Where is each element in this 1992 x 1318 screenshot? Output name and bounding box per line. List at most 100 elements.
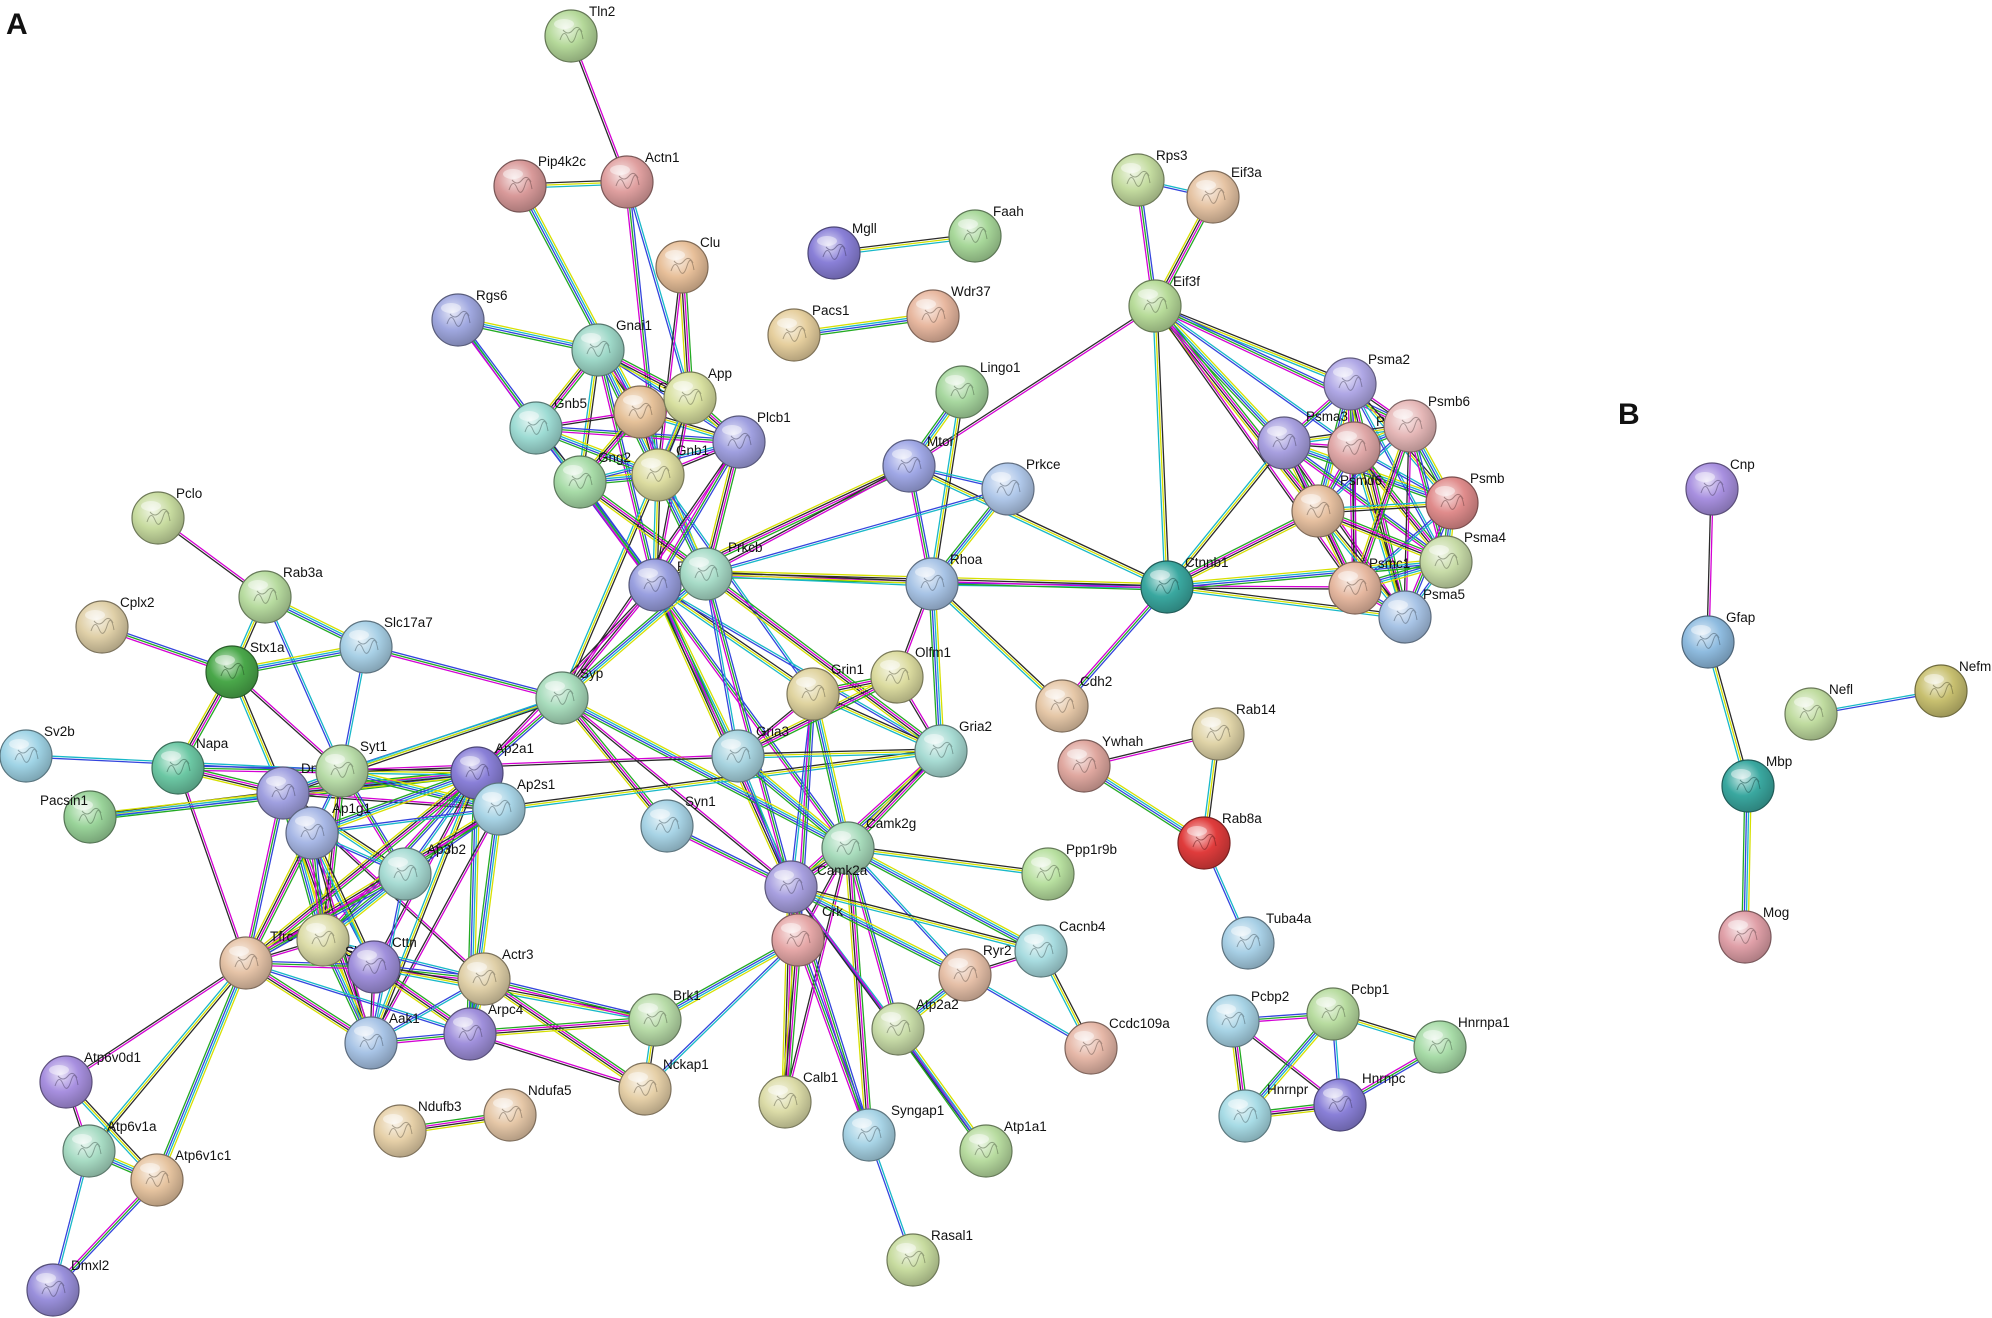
- node-gria2[interactable]: Gria2: [914, 719, 992, 778]
- node-rab8a[interactable]: Rab8a: [1177, 811, 1262, 870]
- node-ywhah[interactable]: Ywhah: [1057, 734, 1143, 793]
- node-sphere[interactable]: [483, 1088, 537, 1142]
- node-crk[interactable]: Crk: [771, 904, 843, 967]
- node-eif3f[interactable]: Eif3f: [1128, 274, 1200, 333]
- node-sphere[interactable]: [1186, 170, 1240, 224]
- node-sphere[interactable]: [62, 1124, 116, 1178]
- node-sphere[interactable]: [1413, 1020, 1467, 1074]
- node-sphere[interactable]: [758, 1075, 812, 1129]
- node-app[interactable]: App: [663, 366, 732, 425]
- node-rgs6[interactable]: Rgs6: [431, 288, 508, 347]
- node-ndufb3[interactable]: Ndufb3: [373, 1099, 462, 1158]
- node-sphere[interactable]: [431, 293, 485, 347]
- node-gnai1[interactable]: Gnai1: [571, 318, 652, 377]
- node-sphere[interactable]: [618, 1062, 672, 1116]
- node-cplx2[interactable]: Cplx2: [75, 595, 155, 654]
- node-napa[interactable]: Napa: [151, 736, 229, 795]
- node-sphere[interactable]: [906, 289, 960, 343]
- node-sphere[interactable]: [315, 744, 369, 798]
- node-sphere[interactable]: [631, 448, 685, 502]
- node-gfap[interactable]: Gfap: [1681, 610, 1755, 669]
- node-sphere[interactable]: [628, 993, 682, 1047]
- node-sphere[interactable]: [1140, 560, 1194, 614]
- node-sphere[interactable]: [1257, 416, 1311, 470]
- node-atp2a2[interactable]: Atp2a2: [871, 997, 959, 1056]
- node-sphere[interactable]: [1014, 924, 1068, 978]
- node-mbp[interactable]: Mbp: [1721, 754, 1792, 813]
- node-sphere[interactable]: [1328, 561, 1382, 615]
- node-sphere[interactable]: [344, 1016, 398, 1070]
- node-sphere[interactable]: [26, 1263, 80, 1317]
- node-cttn[interactable]: Cttn: [347, 935, 417, 994]
- node-sphere[interactable]: [628, 558, 682, 612]
- node-hnrnpc[interactable]: Hnrnpc: [1313, 1071, 1406, 1132]
- node-ryr2[interactable]: Ryr2: [938, 943, 1012, 1002]
- node-sphere[interactable]: [1784, 687, 1838, 741]
- node-sphere[interactable]: [882, 439, 936, 493]
- node-cdh2[interactable]: Cdh2: [1035, 674, 1112, 733]
- node-hnrnpa1[interactable]: Hnrnpa1: [1413, 1015, 1510, 1074]
- node-sphere[interactable]: [905, 557, 959, 611]
- node-cacnb4[interactable]: Cacnb4: [1014, 919, 1106, 978]
- node-sphere[interactable]: [1914, 664, 1968, 718]
- node-sphere[interactable]: [1218, 1089, 1272, 1143]
- node-sphere[interactable]: [842, 1108, 896, 1162]
- node-tln2[interactable]: Tln2: [544, 4, 615, 63]
- node-sphere[interactable]: [285, 806, 339, 860]
- node-sphere[interactable]: [131, 491, 185, 545]
- node-actn1[interactable]: Actn1: [600, 150, 680, 209]
- node-nefm[interactable]: Nefm: [1914, 659, 1991, 718]
- node-sphere[interactable]: [1378, 590, 1432, 644]
- node-sphere[interactable]: [256, 766, 310, 820]
- node-sphere[interactable]: [151, 741, 205, 795]
- node-sphere[interactable]: [786, 667, 840, 721]
- node-sphere[interactable]: [1177, 816, 1231, 870]
- node-sphere[interactable]: [886, 1233, 940, 1287]
- node-mtor[interactable]: Mtor: [882, 434, 955, 493]
- node-sphere[interactable]: [655, 240, 709, 294]
- node-atp1a1[interactable]: Atp1a1: [959, 1119, 1047, 1178]
- node-camk2g[interactable]: Camk2g: [821, 816, 916, 875]
- node-lingo1[interactable]: Lingo1: [935, 360, 1021, 419]
- node-pcbp2[interactable]: Pcbp2: [1206, 989, 1289, 1048]
- node-rab14[interactable]: Rab14: [1191, 702, 1276, 761]
- node-psma3[interactable]: Psma3: [1257, 409, 1348, 470]
- node-sphere[interactable]: [807, 226, 861, 280]
- node-sphere[interactable]: [1425, 476, 1479, 530]
- node-hnrnpr[interactable]: Hnrnpr: [1218, 1082, 1309, 1143]
- node-psmb[interactable]: Psmb: [1425, 471, 1505, 530]
- node-atp6v1c1[interactable]: Atp6v1c1: [130, 1148, 231, 1207]
- node-sphere[interactable]: [914, 724, 968, 778]
- node-rhoa[interactable]: Rhoa: [905, 552, 983, 611]
- node-syp[interactable]: Syp: [535, 666, 603, 725]
- node-rps3[interactable]: Rps3: [1111, 148, 1188, 207]
- node-atp6v0d1[interactable]: Atp6v0d1: [39, 1050, 141, 1109]
- node-tfrc[interactable]: Tfrc: [219, 929, 293, 990]
- node-pacsin1[interactable]: Pacsin1: [40, 790, 117, 844]
- node-sphere[interactable]: [870, 650, 924, 704]
- node-ap2s1[interactable]: Ap2s1: [472, 777, 555, 836]
- node-sphere[interactable]: [1681, 615, 1735, 669]
- node-sphere[interactable]: [553, 455, 607, 509]
- node-clu[interactable]: Clu: [655, 235, 720, 294]
- node-aak1[interactable]: Aak1: [344, 1011, 420, 1070]
- node-tuba4a[interactable]: Tuba4a: [1221, 911, 1312, 970]
- node-sphere[interactable]: [640, 799, 694, 853]
- node-sphere[interactable]: [1021, 847, 1075, 901]
- node-sphere[interactable]: [1191, 707, 1245, 761]
- node-sphere[interactable]: [378, 847, 432, 901]
- node-gnb5[interactable]: Gnb5: [509, 396, 587, 455]
- node-rasal1[interactable]: Rasal1: [886, 1228, 973, 1287]
- node-sphere[interactable]: [75, 600, 129, 654]
- node-sphere[interactable]: [1035, 679, 1089, 733]
- node-eif3a[interactable]: Eif3a: [1186, 165, 1262, 224]
- node-sphere[interactable]: [219, 936, 273, 990]
- node-sphere[interactable]: [1111, 153, 1165, 207]
- node-cnp[interactable]: Cnp: [1685, 457, 1755, 516]
- node-sphere[interactable]: [711, 729, 765, 783]
- node-gng2[interactable]: Gng2: [553, 450, 631, 509]
- node-ndufa5[interactable]: Ndufa5: [483, 1083, 572, 1142]
- node-sphere[interactable]: [679, 547, 733, 601]
- node-sphere[interactable]: [1721, 759, 1775, 813]
- node-sphere[interactable]: [1323, 357, 1377, 411]
